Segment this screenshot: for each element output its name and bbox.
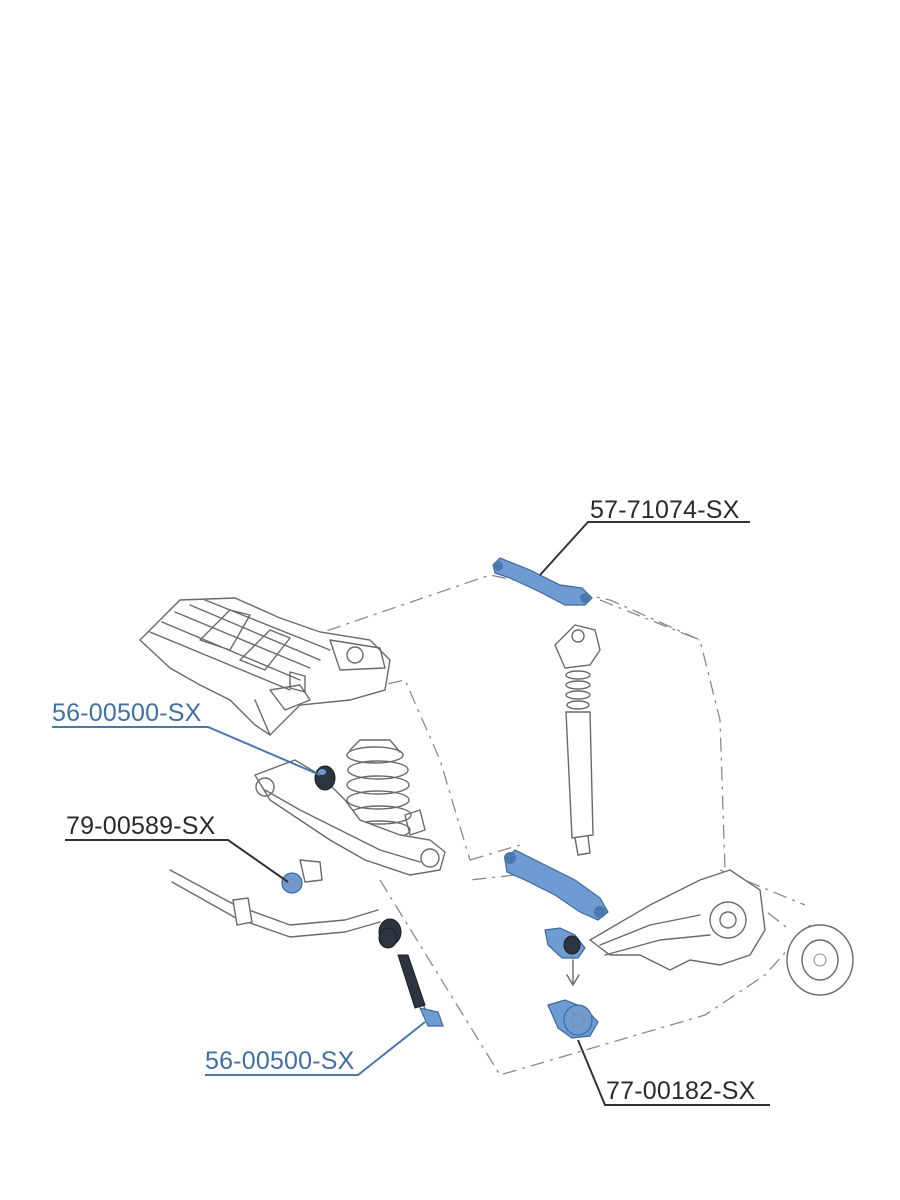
label-56-00500-top: 56-00500-SX — [52, 699, 202, 727]
bushing-79-00589 — [281, 872, 303, 894]
sway-bar — [169, 859, 381, 938]
label-56-00500-bottom: 56-00500-SX — [205, 1047, 355, 1075]
upper-arm-57-71074 — [492, 557, 593, 606]
end-link-56-00500 — [397, 954, 444, 1027]
label-77-00182: 77-00182-SX — [606, 1077, 756, 1105]
bushing-77-00182-lower — [547, 999, 599, 1039]
leader-lines — [52, 521, 770, 1106]
label-79-00589: 79-00589-SX — [66, 812, 216, 840]
bushing-56-00500-bottom — [378, 918, 402, 949]
knuckle-assembly — [588, 869, 766, 971]
shock-absorber — [554, 624, 601, 856]
guide-lines — [299, 574, 811, 1076]
label-57-71074: 57-71074-SX — [590, 496, 740, 524]
lower-link-arm — [504, 849, 609, 921]
bushing-77-00182-upper — [544, 927, 586, 986]
lower-control-arm — [253, 759, 446, 876]
bushing-56-00500-top — [314, 765, 336, 791]
subframe — [138, 597, 391, 736]
wheel-hub — [786, 924, 854, 996]
